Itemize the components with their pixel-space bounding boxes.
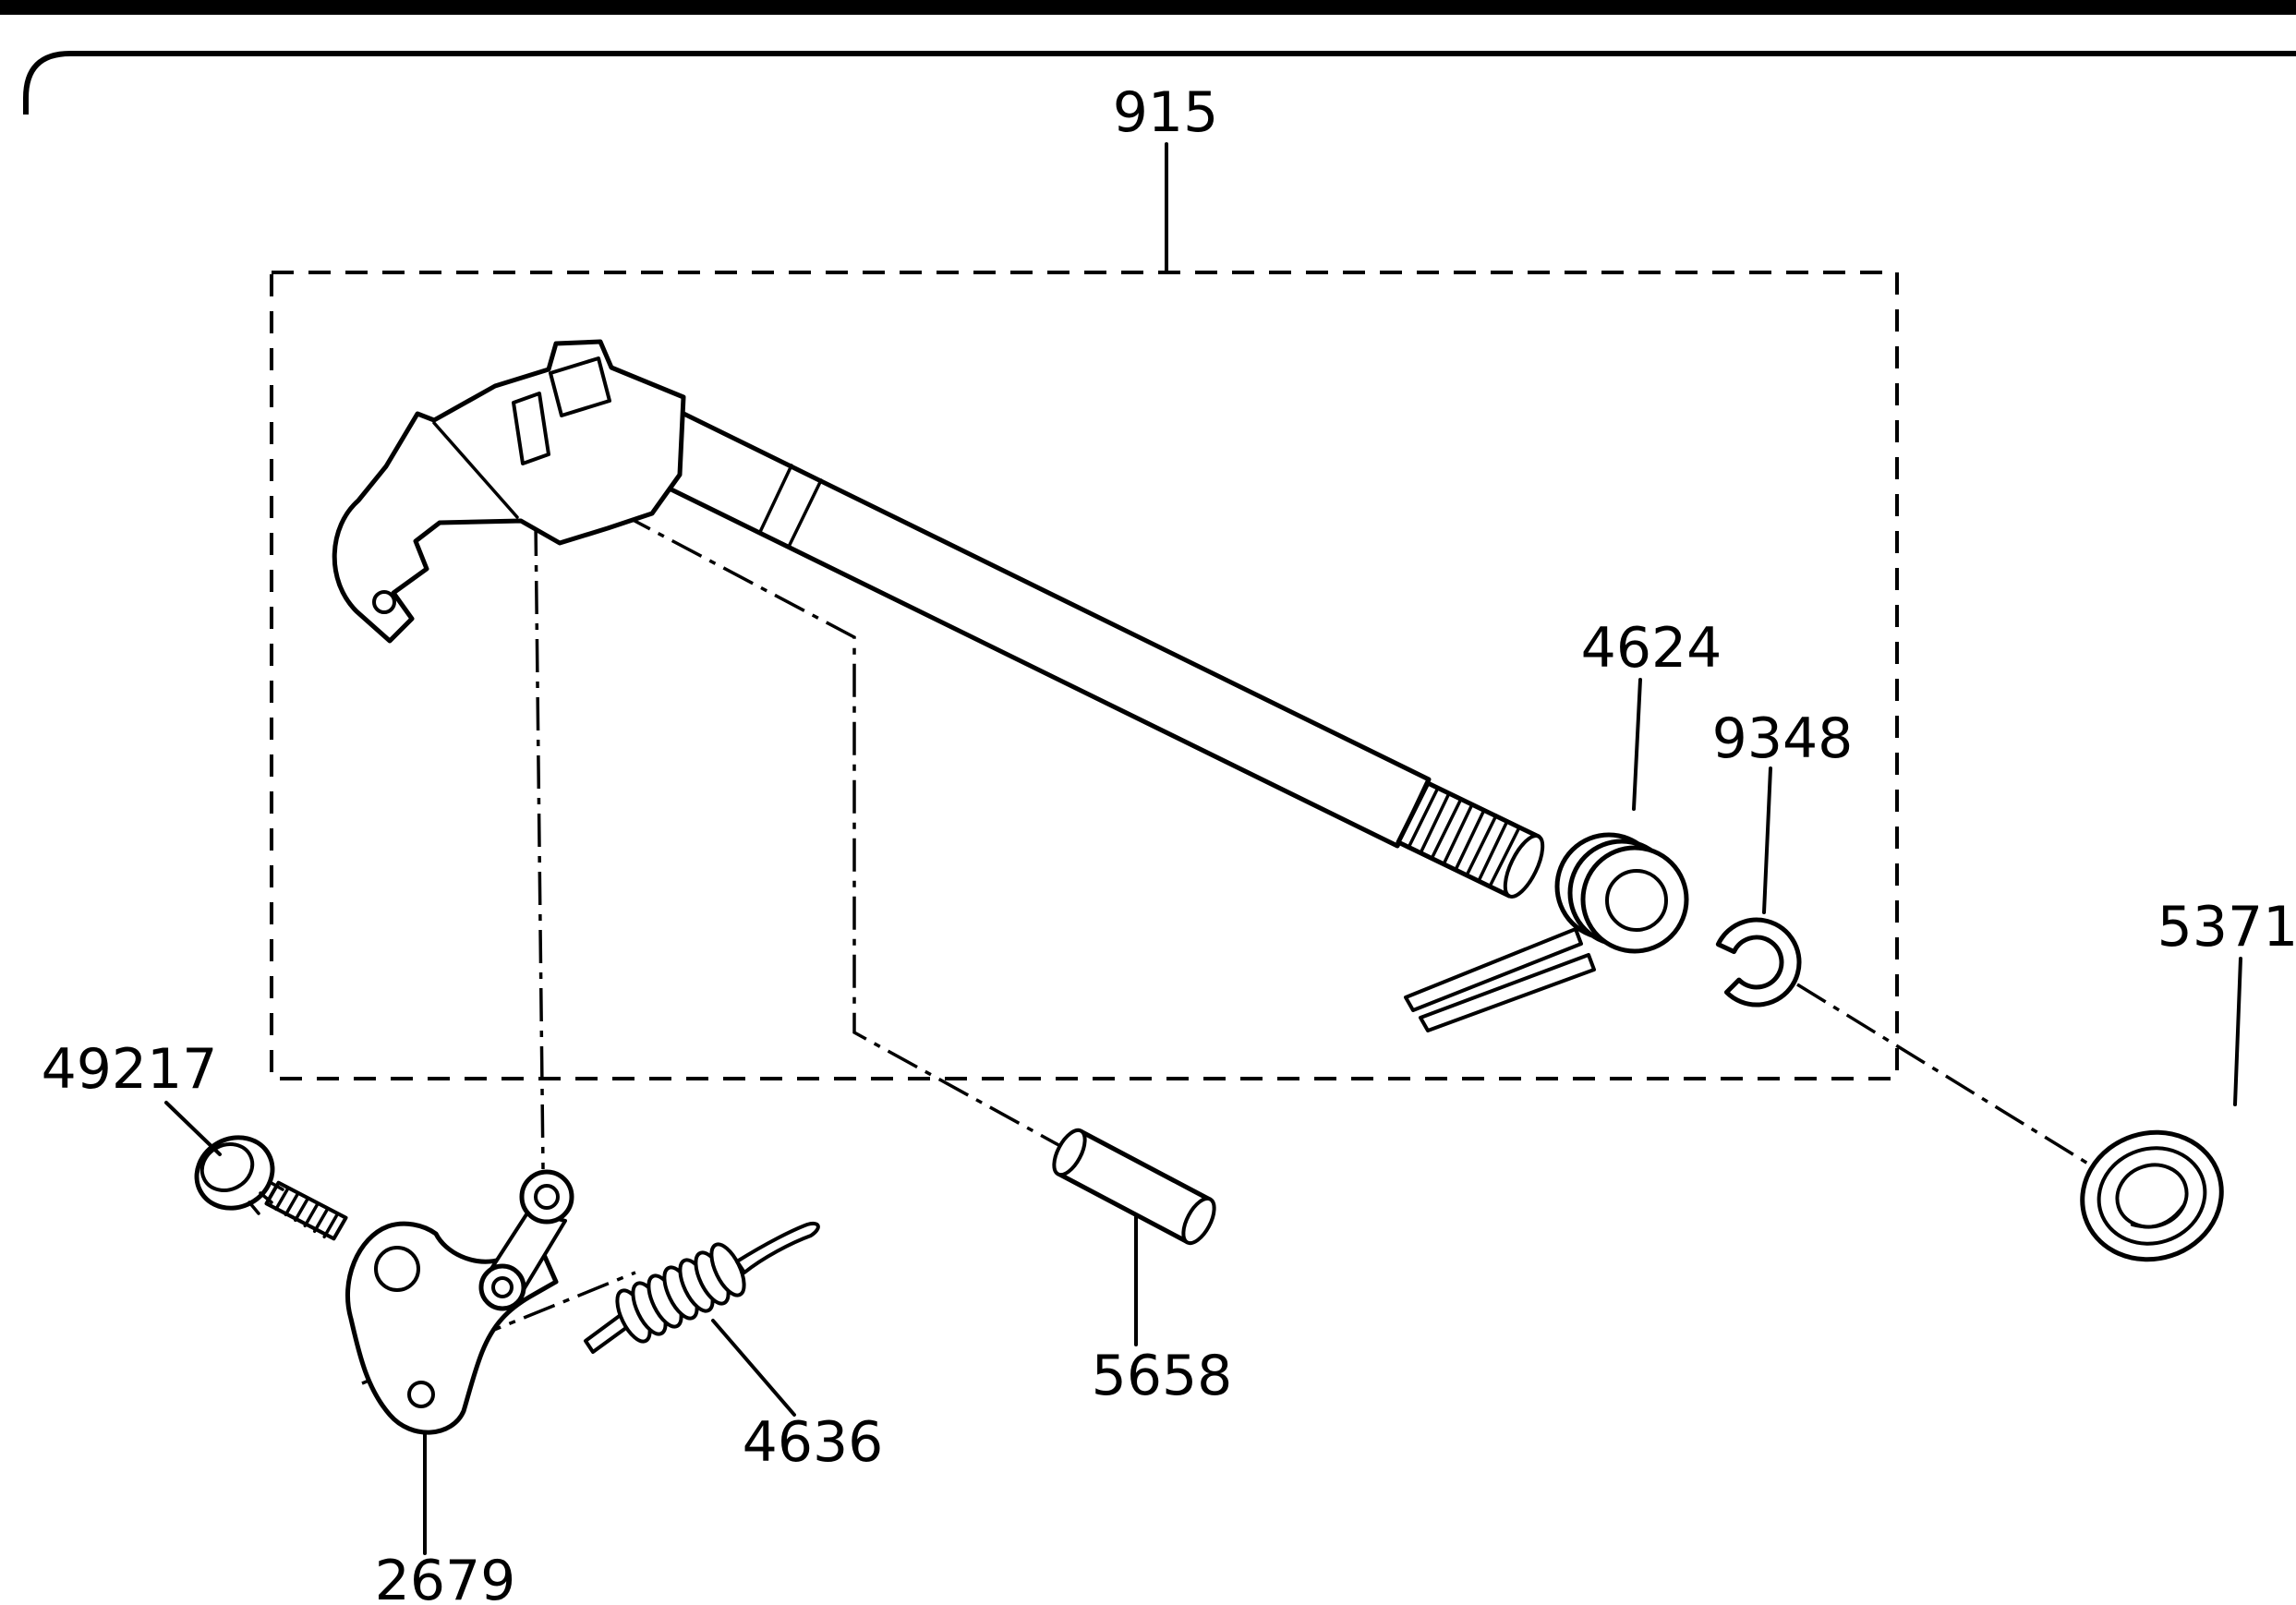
shift-shaft-arm <box>332 339 686 644</box>
spline-teeth <box>1407 786 1521 888</box>
shift-shaft <box>633 403 1545 899</box>
part-label-5658: 5658 <box>1092 1344 1233 1408</box>
dowel-pin <box>1052 1128 1216 1246</box>
part-label-5371: 5371 <box>2157 895 2296 959</box>
leader-lines <box>164 142 2242 1555</box>
part-label-4624: 4624 <box>1581 616 1722 681</box>
oil-seal <box>2080 1129 2224 1262</box>
page-frame-top <box>0 0 2296 115</box>
bolt-threads <box>274 1186 338 1239</box>
torsion-spring <box>1404 832 1689 1032</box>
assembly-915-boundary <box>270 271 1899 1080</box>
shift-pawl <box>345 1169 574 1435</box>
part-label-2679: 2679 <box>375 1549 516 1605</box>
coil-spring <box>584 1222 820 1354</box>
part-label-49217: 49217 <box>42 1037 218 1102</box>
circlip <box>1715 917 1802 1008</box>
centerlines <box>361 512 2092 1385</box>
part-label-4636: 4636 <box>743 1410 884 1475</box>
part-label-915: 915 <box>1113 80 1219 145</box>
bolt <box>194 1135 348 1241</box>
part-labels: 915 4624 9348 5371 49217 2679 4636 5658 <box>42 80 2296 1605</box>
spring-hook-end <box>735 1222 820 1274</box>
part-label-9348: 9348 <box>1712 706 1854 771</box>
bolt-head-knurl <box>248 1180 284 1215</box>
